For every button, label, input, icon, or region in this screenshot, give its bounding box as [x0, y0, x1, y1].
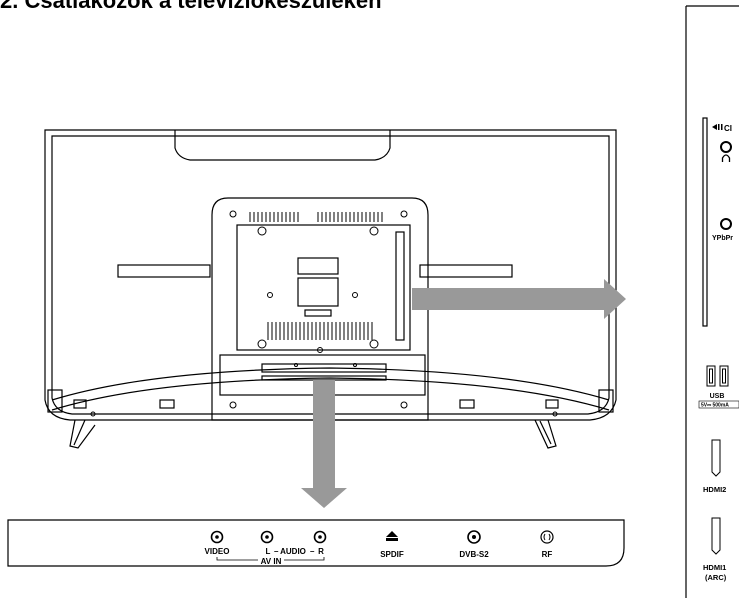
av-in-label: AV IN	[261, 557, 282, 566]
side-connector-panel: CI YPbPr USB 5V⎓ 500mA HDMI2 HDMI1 (ARC)	[685, 5, 739, 598]
ypbpr-label: YPbPr	[712, 235, 733, 242]
ci-arrow-icon	[712, 124, 717, 130]
video-jack-icon	[210, 530, 224, 544]
audio-dash-left: –	[274, 547, 279, 556]
audio-dash-right: –	[310, 547, 315, 556]
audio-l-label: L	[266, 547, 271, 556]
hdmi1-arc-label: (ARC)	[705, 573, 727, 582]
audio-r-jack-icon	[313, 530, 327, 544]
arrow-down	[301, 380, 347, 508]
ci-slot	[702, 117, 708, 327]
ypbpr-jack-icon	[720, 218, 732, 230]
hdmi1-label: HDMI1	[703, 563, 726, 572]
headphone-icon	[721, 154, 731, 162]
audio-label: AUDIO	[280, 547, 306, 556]
dvb-s2-label: DVB-S2	[459, 550, 489, 559]
tv-back-illustration	[44, 129, 617, 449]
arrow-right	[412, 279, 626, 319]
rf-label: RF	[542, 550, 553, 559]
dvb-s2-jack-icon	[467, 530, 481, 544]
spdif-optical-icon	[386, 531, 398, 541]
audio-l-jack-icon	[260, 530, 274, 544]
page-title: 2. Csatlakozók a televíziókészüléken	[0, 0, 382, 13]
audio-r-label: R	[318, 547, 324, 556]
bottom-connector-panel: VIDEO L – AUDIO – R AV IN SPDIF DVB-S2 R…	[7, 519, 625, 567]
hdmi2-label: HDMI2	[703, 485, 726, 494]
ci-label: CI	[724, 124, 732, 133]
usb-rating-label: 5V⎓ 500mA	[701, 403, 729, 409]
spdif-label: SPDIF	[380, 550, 404, 559]
hdmi1-port-icon	[711, 517, 721, 555]
usb-label: USB	[710, 393, 725, 400]
hdmi2-port-icon	[711, 439, 721, 477]
video-label: VIDEO	[205, 547, 230, 556]
rf-coax-icon	[540, 530, 554, 544]
usb-port-icon	[706, 365, 729, 387]
headphone-jack-icon	[720, 141, 732, 153]
